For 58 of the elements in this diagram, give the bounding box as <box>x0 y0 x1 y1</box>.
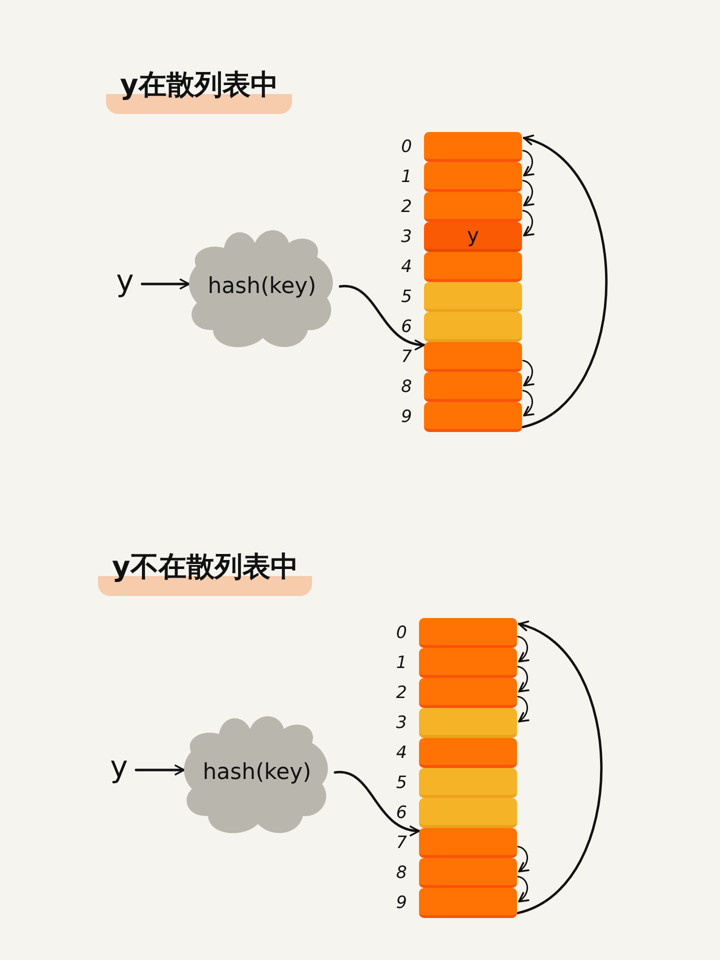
table-slot <box>419 648 517 678</box>
arrow <box>516 622 603 914</box>
table-slot <box>419 858 517 888</box>
table-slot <box>419 888 517 918</box>
arrow <box>338 285 426 350</box>
slot-index: 5 <box>401 288 412 306</box>
table-slot <box>419 618 517 648</box>
slot-index: 3 <box>396 714 407 732</box>
slot-index: 4 <box>401 258 412 276</box>
table-slot <box>419 738 517 768</box>
slot-index: 2 <box>401 198 412 216</box>
slot-index: 7 <box>396 834 407 852</box>
arrow <box>522 180 534 206</box>
slot-index: 0 <box>401 138 412 156</box>
slot-index: 6 <box>396 804 407 822</box>
arrow <box>334 771 420 836</box>
function-label: hash(key) <box>202 759 312 787</box>
table-slot <box>419 828 517 858</box>
table-slot <box>424 252 522 282</box>
slot-index: 9 <box>401 408 412 426</box>
table-slot <box>424 162 522 192</box>
table-slot <box>419 768 517 798</box>
table-slot <box>419 708 517 738</box>
arrow <box>517 876 530 902</box>
table-slot <box>424 192 522 222</box>
slot-index: 4 <box>396 744 407 762</box>
slot-index: 5 <box>396 774 407 792</box>
arrow <box>517 696 530 722</box>
arrow <box>522 150 534 176</box>
slot-index: 8 <box>401 378 412 396</box>
arrow <box>517 636 530 662</box>
table-slot <box>424 342 522 372</box>
slot-index: 7 <box>401 348 412 366</box>
slot-index: 2 <box>396 684 407 702</box>
key-text: y <box>112 262 138 302</box>
table-slot <box>419 678 517 708</box>
table-slot <box>419 798 517 828</box>
slot-index: 9 <box>396 894 407 912</box>
table-slot <box>424 132 522 162</box>
slot-index: 3 <box>401 228 412 246</box>
slot-index: 1 <box>401 168 412 186</box>
key-text: y <box>106 748 132 788</box>
function-label: hash(key) <box>208 273 316 301</box>
slot-index: 6 <box>401 318 412 336</box>
table-slot <box>424 372 522 402</box>
slot-index: 1 <box>396 654 407 672</box>
slot-index: 0 <box>396 624 407 642</box>
table-slot <box>424 282 522 312</box>
arrow <box>517 666 530 692</box>
arrow <box>522 136 608 428</box>
arrow <box>522 390 534 416</box>
table-slot <box>424 402 522 432</box>
table-slot <box>424 312 522 342</box>
arrow <box>522 210 534 236</box>
arrow <box>140 278 190 290</box>
slot-index: 8 <box>396 864 407 882</box>
arrow <box>134 764 186 776</box>
table-slot: y <box>424 222 522 252</box>
